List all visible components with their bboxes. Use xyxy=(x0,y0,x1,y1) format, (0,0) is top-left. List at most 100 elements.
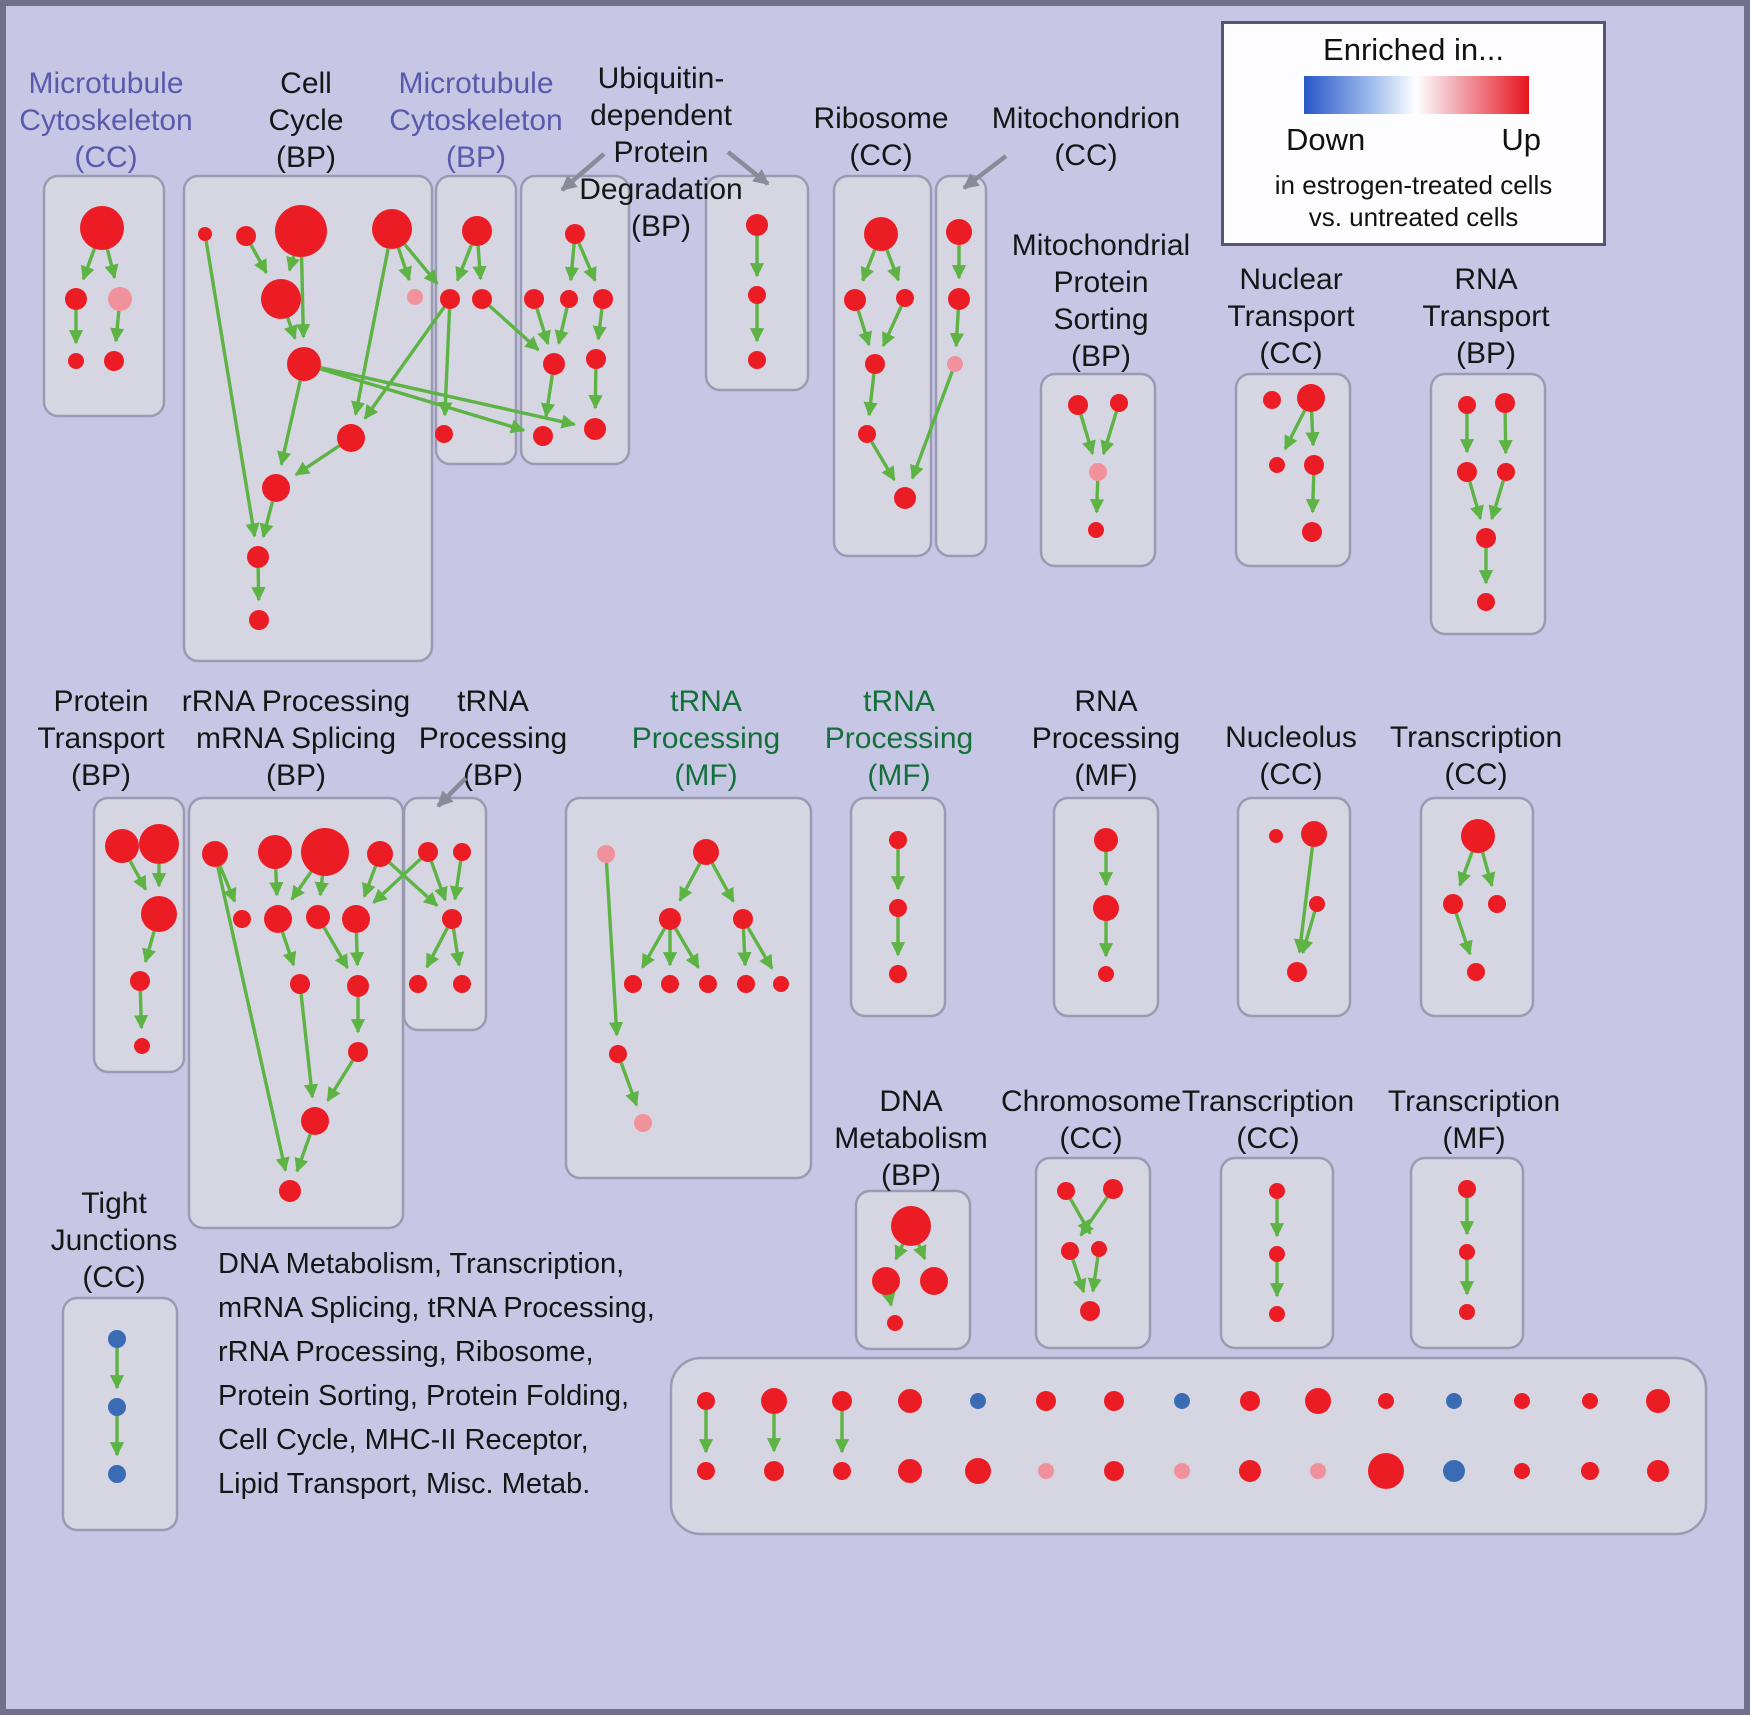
go-term-node-rrna-processing-mrna-splicing-bp-1 xyxy=(258,835,292,869)
go-term-node-tight-junctions-cc-1 xyxy=(108,1398,126,1416)
go-term-node-tight-junctions-cc-0 xyxy=(108,1330,126,1348)
go-term-node-misc-cluster-0 xyxy=(697,1392,715,1410)
go-edge xyxy=(885,249,901,282)
go-term-node-misc-cluster-21 xyxy=(1104,1461,1124,1481)
go-term-node-microtubule-cytoskeleton-cc-2 xyxy=(108,287,132,311)
go-term-node-protein-transport-bp-0 xyxy=(105,829,139,863)
go-term-node-misc-cluster-3 xyxy=(898,1389,922,1413)
go-term-node-misc-cluster-8 xyxy=(1240,1391,1260,1411)
legend-gradient-bar xyxy=(1304,76,1529,114)
go-edge xyxy=(1079,1196,1109,1237)
go-edge xyxy=(1488,480,1506,521)
go-term-node-dna-metabolism-bp-1 xyxy=(872,1267,900,1295)
go-term-node-trna-processing-mf-1-0 xyxy=(597,845,615,863)
go-term-node-cell-cycle-bp-2 xyxy=(275,205,327,257)
go-term-node-rna-processing-mf-2 xyxy=(1098,966,1114,982)
go-term-node-rrna-processing-mrna-splicing-bp-6 xyxy=(306,905,330,929)
go-term-node-microtubule-cytoskeleton-bp-2 xyxy=(472,289,492,309)
go-edge xyxy=(472,245,487,281)
go-edge xyxy=(619,1061,639,1107)
go-term-node-protein-transport-bp-4 xyxy=(134,1038,150,1054)
go-edge xyxy=(856,309,873,347)
go-term-node-microtubule-cytoskeleton-cc-4 xyxy=(104,351,124,371)
go-edge xyxy=(128,860,148,891)
legend-up-label: Up xyxy=(1501,122,1541,157)
go-term-node-rrna-processing-mrna-splicing-bp-0 xyxy=(202,841,228,867)
go-edge xyxy=(949,309,965,348)
go-term-node-ribosome-cc-3 xyxy=(865,354,885,374)
go-term-node-ubiquitin-protein-degradation-bp-left-3 xyxy=(593,289,613,309)
go-term-node-rna-processing-mf-1 xyxy=(1093,895,1119,921)
go-edge xyxy=(80,248,97,281)
go-edge xyxy=(349,932,365,967)
go-term-node-mitochondrion-cc-1 xyxy=(948,288,970,310)
go-term-node-trna-processing-bp-4 xyxy=(453,975,471,993)
go-edge xyxy=(314,875,329,897)
go-term-node-mitochondrial-protein-sorting-bp-0 xyxy=(1068,395,1088,415)
go-term-node-microtubule-cytoskeleton-cc-0 xyxy=(80,206,124,250)
go-term-node-trna-processing-mf-1-1 xyxy=(693,839,719,865)
go-term-node-protein-transport-bp-3 xyxy=(130,971,150,991)
go-term-node-transcription-cc-1-0 xyxy=(1461,819,1495,853)
go-edge xyxy=(1305,474,1321,514)
go-term-node-ubiquitin-protein-degradation-bp-left-2 xyxy=(560,290,578,308)
label-pointer-arrow xyxy=(436,776,468,808)
go-term-node-misc-cluster-2 xyxy=(832,1391,852,1411)
go-term-node-microtubule-cytoskeleton-bp-1 xyxy=(440,289,460,309)
go-edge xyxy=(319,367,526,434)
go-term-node-rrna-processing-mrna-splicing-bp-4 xyxy=(233,910,251,928)
go-edge xyxy=(251,567,266,602)
go-term-node-misc-cluster-12 xyxy=(1514,1393,1530,1409)
go-term-node-dna-metabolism-bp-2 xyxy=(920,1267,948,1295)
layer-nodes xyxy=(65,205,1670,1489)
go-term-node-ubiquitin-protein-degradation-bp-left-0 xyxy=(565,224,585,244)
legend-subtitle-line1: in estrogen-treated cells xyxy=(1274,170,1553,200)
go-edge xyxy=(1305,411,1320,447)
go-term-node-microtubule-cytoskeleton-bp-0 xyxy=(462,216,492,246)
go-term-node-ubiquitin-protein-degradation-bp-left-7 xyxy=(584,418,606,440)
go-edge xyxy=(710,862,735,903)
go-term-node-rrna-processing-mrna-splicing-bp-2 xyxy=(301,828,349,876)
layer-edges xyxy=(68,236,1513,1457)
go-term-node-ubiquitin-protein-degradation-bp-left-4 xyxy=(543,353,565,375)
go-term-node-protein-transport-bp-2 xyxy=(141,896,177,932)
go-edge xyxy=(294,444,341,477)
go-term-node-mitochondrion-cc-0 xyxy=(946,219,972,245)
go-term-node-ubiquitin-protein-degradation-bp-right-2 xyxy=(748,351,766,369)
go-edge xyxy=(1293,846,1315,954)
go-edge xyxy=(860,249,877,282)
go-edge xyxy=(388,861,439,907)
go-term-node-transcription-cc-2-2 xyxy=(1269,1306,1285,1322)
go-edge xyxy=(363,306,446,420)
label-pointer-arrow xyxy=(726,150,770,186)
misc-categories-line: DNA Metabolism, Transcription, xyxy=(218,1248,625,1280)
go-term-node-mitochondrion-cc-2 xyxy=(947,356,963,372)
go-edge xyxy=(455,244,474,282)
go-term-node-trna-processing-mf-1-6 xyxy=(699,975,717,993)
go-edge xyxy=(249,243,268,275)
go-term-node-ribosome-cc-0 xyxy=(864,217,898,251)
go-edge xyxy=(104,248,119,280)
go-edge xyxy=(277,380,302,466)
group-label-nucleolus-cc: Nucleolus(CC) xyxy=(1225,721,1357,791)
go-edge xyxy=(577,242,597,282)
go-edge xyxy=(564,243,580,282)
go-term-node-trna-processing-bp-2 xyxy=(442,909,462,929)
go-term-node-trna-processing-mf-1-4 xyxy=(624,975,642,993)
group-box-dna-metabolism-bp xyxy=(854,1189,972,1351)
go-term-node-misc-cluster-11 xyxy=(1446,1393,1462,1409)
go-edge xyxy=(429,860,448,902)
group-label-ribosome-cc: Ribosome(CC) xyxy=(813,102,948,172)
go-edge xyxy=(554,307,569,345)
go-edge xyxy=(1089,480,1105,514)
go-term-node-ubiquitin-protein-degradation-bp-left-6 xyxy=(533,426,553,446)
go-term-node-ribosome-cc-1 xyxy=(844,289,866,311)
go-edge xyxy=(110,310,125,343)
go-term-node-cell-cycle-bp-10 xyxy=(249,610,269,630)
go-edge xyxy=(894,1243,908,1261)
go-term-node-cell-cycle-bp-7 xyxy=(337,424,365,452)
